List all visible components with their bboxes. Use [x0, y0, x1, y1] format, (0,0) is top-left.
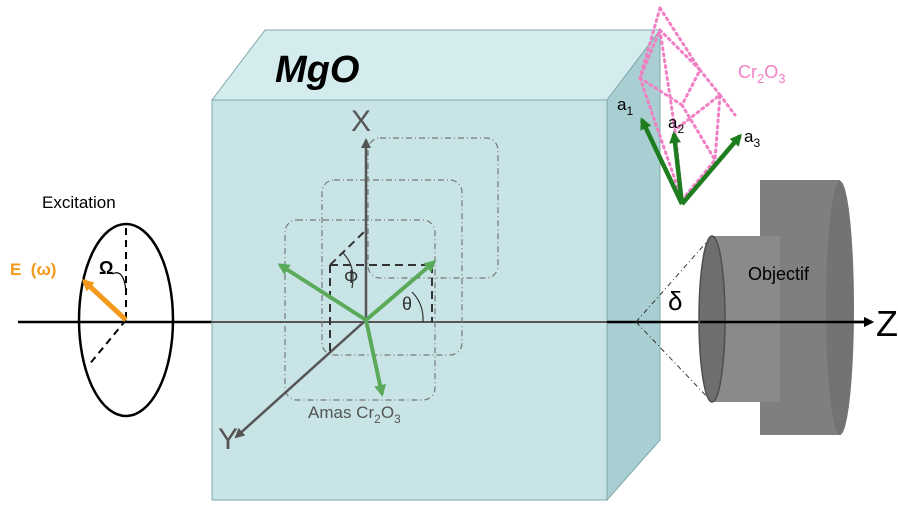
unit-cell-edge-1 [658, 28, 677, 132]
crystal-label: MgO [275, 49, 359, 91]
cluster-rect-front [284, 219, 436, 401]
mgo-crystal [210, 28, 662, 502]
excitation-ellipse [77, 222, 175, 418]
objective-lens [698, 180, 854, 435]
unit-cell-edge-7 [718, 93, 737, 117]
phi-guide-diagonal [329, 229, 367, 266]
a3-label-sub: 3 [753, 136, 760, 150]
a2-label: a2 [668, 113, 684, 136]
omega-arc [111, 272, 127, 293]
unit-cell-edge-5 [658, 6, 702, 72]
cluster-label-sub1: 2 [374, 412, 381, 426]
z-axis-label: Z [876, 303, 898, 344]
crystal-front-face [211, 99, 608, 501]
a1-label: a1 [617, 95, 633, 118]
unit-cell-edge-6 [638, 6, 662, 80]
unit-cell-edge-3 [680, 103, 717, 162]
objective-front-face [699, 236, 725, 402]
cr2o3-label-sub2: 3 [778, 71, 785, 86]
lattice-vector-a2 [669, 131, 685, 205]
x-axis-label: X [351, 105, 371, 138]
a1-label-sub: 1 [626, 104, 633, 118]
objective-front-rim [698, 235, 726, 403]
cr2o3-label-sub1: 2 [757, 71, 764, 86]
field-vector [81, 278, 128, 322]
theta-label: θ [402, 294, 412, 314]
y-axis-label: Y [218, 423, 238, 456]
lattice-vector-a1 [639, 117, 685, 205]
cluster-label-prefix: Amas Cr [308, 403, 374, 422]
phi-arc [342, 252, 354, 289]
a3-label-main: a [744, 127, 754, 146]
objective-rear-body [760, 180, 850, 435]
dipole-vector-left [277, 263, 368, 322]
a1-label-main: a [617, 95, 627, 114]
cluster-rect-middle [321, 179, 463, 356]
a2-label-main: a [668, 113, 678, 132]
a2-label-sub: 2 [677, 122, 684, 136]
cluster-label-mid: O [381, 403, 394, 422]
cr2o3-label-o: O [764, 62, 778, 82]
cr2o3-label: Cr2O3 [738, 62, 785, 86]
objective-front-body [712, 236, 780, 402]
objective-label: Objectif [748, 264, 810, 284]
dipole-vector-down [364, 319, 386, 397]
field-label: E (ω) [10, 260, 56, 279]
lattice-vector-a3 [680, 133, 742, 206]
phi-label: Φ [344, 267, 358, 287]
angle-guides [329, 229, 433, 355]
unit-cell-edge-2 [698, 68, 722, 97]
excitation-diagonal-dash [87, 319, 127, 367]
crystal-side-face [606, 28, 661, 502]
dipole-vectors [277, 260, 437, 397]
unit-cell-edge-4 [638, 76, 684, 202]
a3-label: a3 [744, 127, 760, 150]
dipole-vector-right [364, 260, 437, 322]
delta-label: δ [668, 286, 682, 316]
omega-label: Ω [99, 258, 113, 278]
cr2o3-label-cr: Cr [738, 62, 757, 82]
cluster-label-sub2: 3 [394, 412, 401, 426]
excitation-label: Excitation [42, 193, 116, 212]
cluster-label: Amas Cr2O3 [308, 403, 401, 426]
lattice-vectors [639, 117, 742, 206]
objective-rear-cap [826, 181, 854, 435]
theta-arc [411, 291, 424, 323]
y-axis-line [234, 319, 367, 439]
cr2o3-unit-cell [638, 6, 737, 204]
